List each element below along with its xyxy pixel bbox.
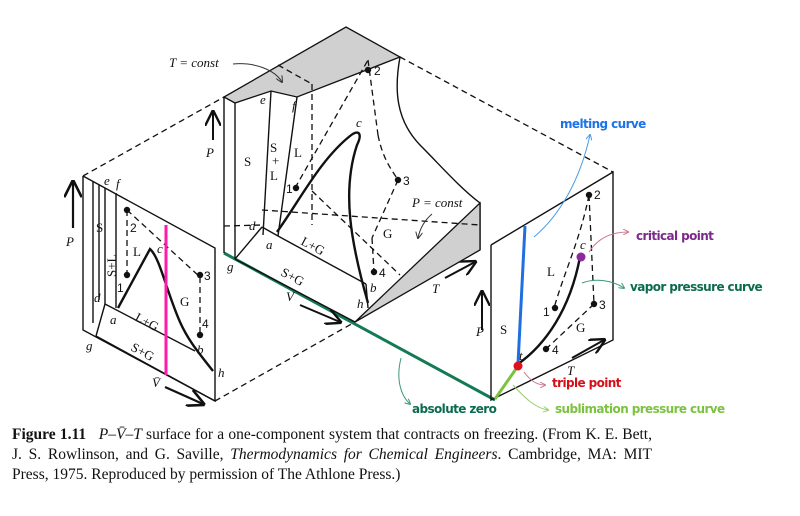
center-label-f: f	[292, 98, 298, 113]
annotation-sublimation-pressure-curve: sublimation pressure curve	[555, 402, 725, 416]
left-axis-v-label: V̄	[152, 375, 162, 390]
label-b: b	[197, 342, 204, 357]
center-state-point-4: 4	[379, 266, 386, 280]
center-region-s2: S	[270, 140, 277, 155]
melting-curve-line	[516, 225, 527, 365]
right-label-c: c	[580, 237, 586, 252]
figure-number: Figure 1.11	[12, 426, 87, 443]
right-label-t: t	[519, 348, 523, 363]
annotation-absolute-zero: absolute zero	[412, 402, 497, 416]
center-region-l-sl: L	[270, 168, 278, 183]
center-3d-surface: P V T T = const P = const e f c d a b g …	[169, 26, 481, 322]
region-s-plus-l: S+L	[104, 254, 119, 277]
center-label-e: e	[260, 92, 266, 107]
triple-point-dot	[513, 361, 523, 371]
right-region-s: S	[500, 322, 507, 337]
center-region-plus: +	[272, 153, 279, 168]
label-c: c	[157, 241, 163, 256]
state-point-1: 1	[117, 281, 124, 295]
right-region-l: L	[547, 264, 555, 279]
label-f: f	[116, 176, 122, 191]
center-label-a: a	[266, 237, 273, 252]
center-axis-p-label: P	[205, 145, 214, 160]
right-state-point-1: 1	[543, 305, 550, 319]
center-region-l: L	[294, 145, 302, 160]
state-point-4: 4	[202, 317, 209, 331]
region-g: G	[180, 294, 189, 309]
right-axis-p-label: P	[475, 324, 484, 339]
caption-book-title: Thermodynamics for Chemical Engineers	[230, 446, 498, 463]
t-const-annotation: T = const	[169, 55, 219, 70]
center-region-s: S	[244, 154, 251, 169]
center-axis-t-label: T	[432, 281, 440, 296]
critical-point-dot	[576, 252, 586, 262]
sublimation-curve-line	[493, 365, 520, 400]
right-state-point-4: 4	[552, 343, 559, 357]
figure-caption: Figure 1.11 P–V̄–T surface for a one-com…	[12, 425, 652, 485]
center-label-d: d	[249, 218, 256, 233]
center-state-point-2: 2	[374, 64, 381, 78]
state-point-2: 2	[130, 221, 137, 235]
label-g: g	[86, 338, 93, 353]
center-state-point-3: 3	[403, 174, 410, 188]
region-s-plus-g: S+G	[129, 339, 157, 363]
right-region-g: G	[576, 320, 585, 335]
center-axis-v-label: V	[286, 289, 296, 304]
center-region-g: G	[383, 226, 392, 241]
center-label-c: c	[356, 115, 362, 130]
right-state-point-2: 2	[594, 188, 601, 202]
center-state-point-1: 1	[286, 182, 293, 196]
left-panel-pv-projection: P V̄ e f d a c b g h S S+L L G L+G S+G 2…	[65, 173, 225, 404]
left-axis-p-label: P	[65, 234, 74, 249]
annotation-critical-point: critical point	[636, 229, 714, 243]
caption-source-prefix: (From K. E. Bett, J. S. Rowlinson, and G…	[12, 426, 652, 463]
region-s: S	[96, 220, 103, 235]
p-const-annotation: P = const	[411, 195, 463, 210]
center-label-h: h	[357, 296, 364, 311]
caption-title: surface for a one-component system that …	[141, 426, 539, 443]
annotation-melting-curve: melting curve	[560, 117, 646, 131]
center-label-b: b	[370, 280, 377, 295]
center-label-g: g	[227, 259, 234, 274]
caption-source-suffix: . Cambridge, MA: MIT Press, 1975. Reprod…	[12, 446, 652, 483]
annotation-triple-point: triple point	[552, 376, 622, 390]
caption-math: P–V̄–T	[98, 426, 142, 443]
handwritten-annotations: melting curve critical point vapor press…	[398, 117, 763, 416]
region-l: L	[133, 244, 141, 259]
label-h: h	[218, 365, 225, 380]
state-point-3: 3	[204, 269, 211, 283]
right-state-point-3: 3	[599, 298, 606, 312]
right-axis-t-label: T	[567, 363, 575, 378]
label-d: d	[94, 290, 101, 305]
right-panel-pt-projection: P T c t S L G 2 1 3 4	[475, 170, 614, 402]
annotation-vapor-pressure-curve: vapor pressure curve	[630, 280, 763, 294]
label-e: e	[104, 173, 110, 188]
label-a: a	[110, 312, 117, 327]
